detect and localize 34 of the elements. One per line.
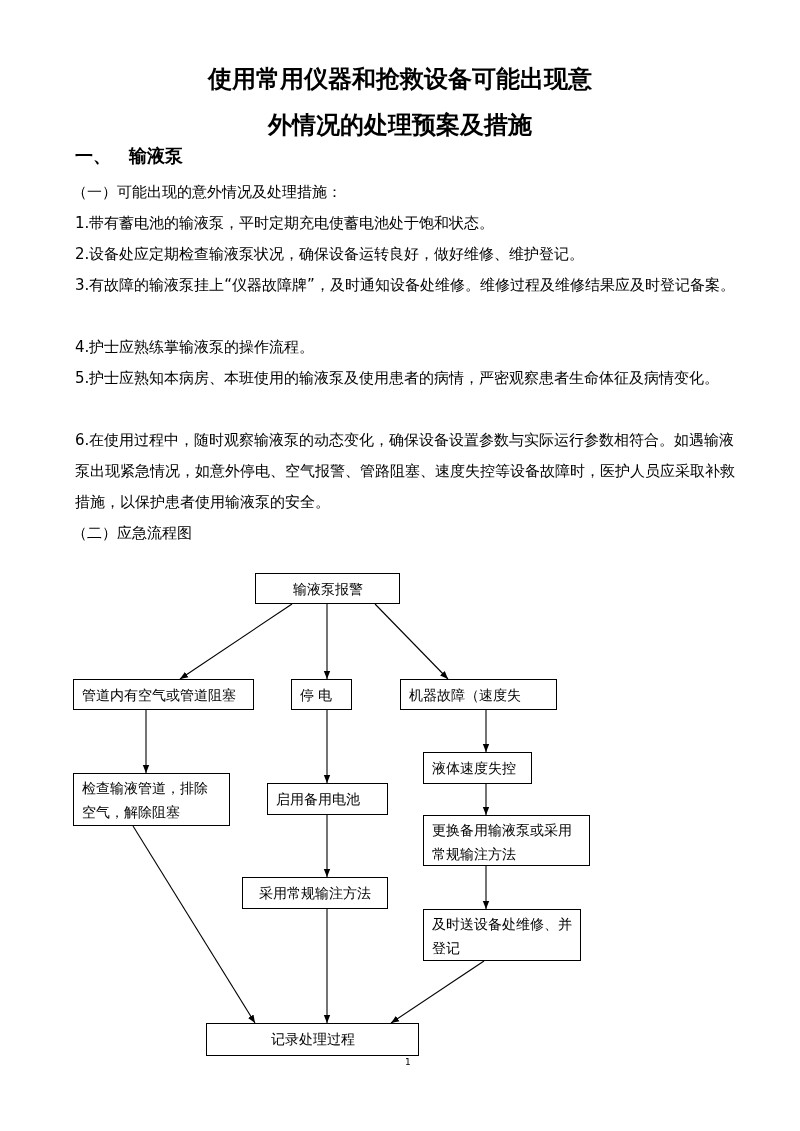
process-box: 启用备用电池 [267, 783, 388, 815]
arrow [323, 908, 331, 1024]
arrow [323, 709, 331, 784]
arrow [142, 709, 150, 774]
title: 使用常用仪器和抢救设备可能出现意外情况的处理预案及措施 [208, 63, 592, 141]
process-box: 更换备用输液泵或采用常规输注方法 [423, 815, 590, 866]
process-box: 管道内有空气或管道阻塞 [73, 679, 254, 710]
arrow [323, 603, 331, 680]
process-box: 液体速度失控 [423, 752, 532, 784]
process-box: 及时送设备处维修、并登记 [423, 909, 581, 961]
process-box: 机器故障（速度失 [400, 679, 557, 710]
arrow [374, 603, 449, 680]
process-box: 停 电 [291, 679, 352, 710]
arrow [323, 814, 331, 878]
arrow [390, 960, 485, 1024]
arrow [482, 865, 490, 910]
paragraph: 1.带有蓄电池的输液泵，平时定期充电使蓄电池处于饱和状态。 [75, 213, 496, 234]
arrow [132, 825, 256, 1024]
paragraph: 3.有故障的输液泵挂上“仪器故障牌”，及时通知设备处维修。维修过程及维修结果应及时登记备案。 [75, 275, 736, 296]
subsection-heading: （一）可能出现的意外情况及处理措施： [72, 182, 343, 203]
arrow [482, 783, 490, 816]
section-heading: 一、 输液泵 [75, 144, 184, 168]
arrow [179, 603, 293, 680]
paragraph: 4.护士应熟练掌输液泵的操作流程。 [75, 337, 316, 358]
start-box: 输液泵报警 [255, 573, 400, 604]
paragraph: 6.在使用过程中，随时观察输液泵的动态变化，确保设备设置参数与实际运行参数相符合。如遇输液泵出现紧急情况，如意外停电、空气报警、管路阻塞、速度失控等设备故障时，医护人员应采取补救措施，以保护患者使用输液泵的安全。 [75, 430, 736, 513]
end-box: 记录处理过程 [206, 1023, 419, 1056]
page-number: 1 [405, 1056, 412, 1068]
paragraph: 2.设备处应定期检查输液泵状况，确保设备运转良好，做好维修、维护登记。 [75, 244, 586, 265]
arrow [482, 709, 490, 753]
process-box: 检查输液管道，排除空气，解除阻塞 [73, 773, 230, 826]
paragraph: 5.护士应熟知本病房、本班使用的输液泵及使用患者的病情，严密观察患者生命体征及病情变化。 [75, 368, 721, 389]
subsection-heading: （二）应急流程图 [72, 523, 193, 544]
process-box: 采用常规输注方法 [242, 877, 388, 909]
